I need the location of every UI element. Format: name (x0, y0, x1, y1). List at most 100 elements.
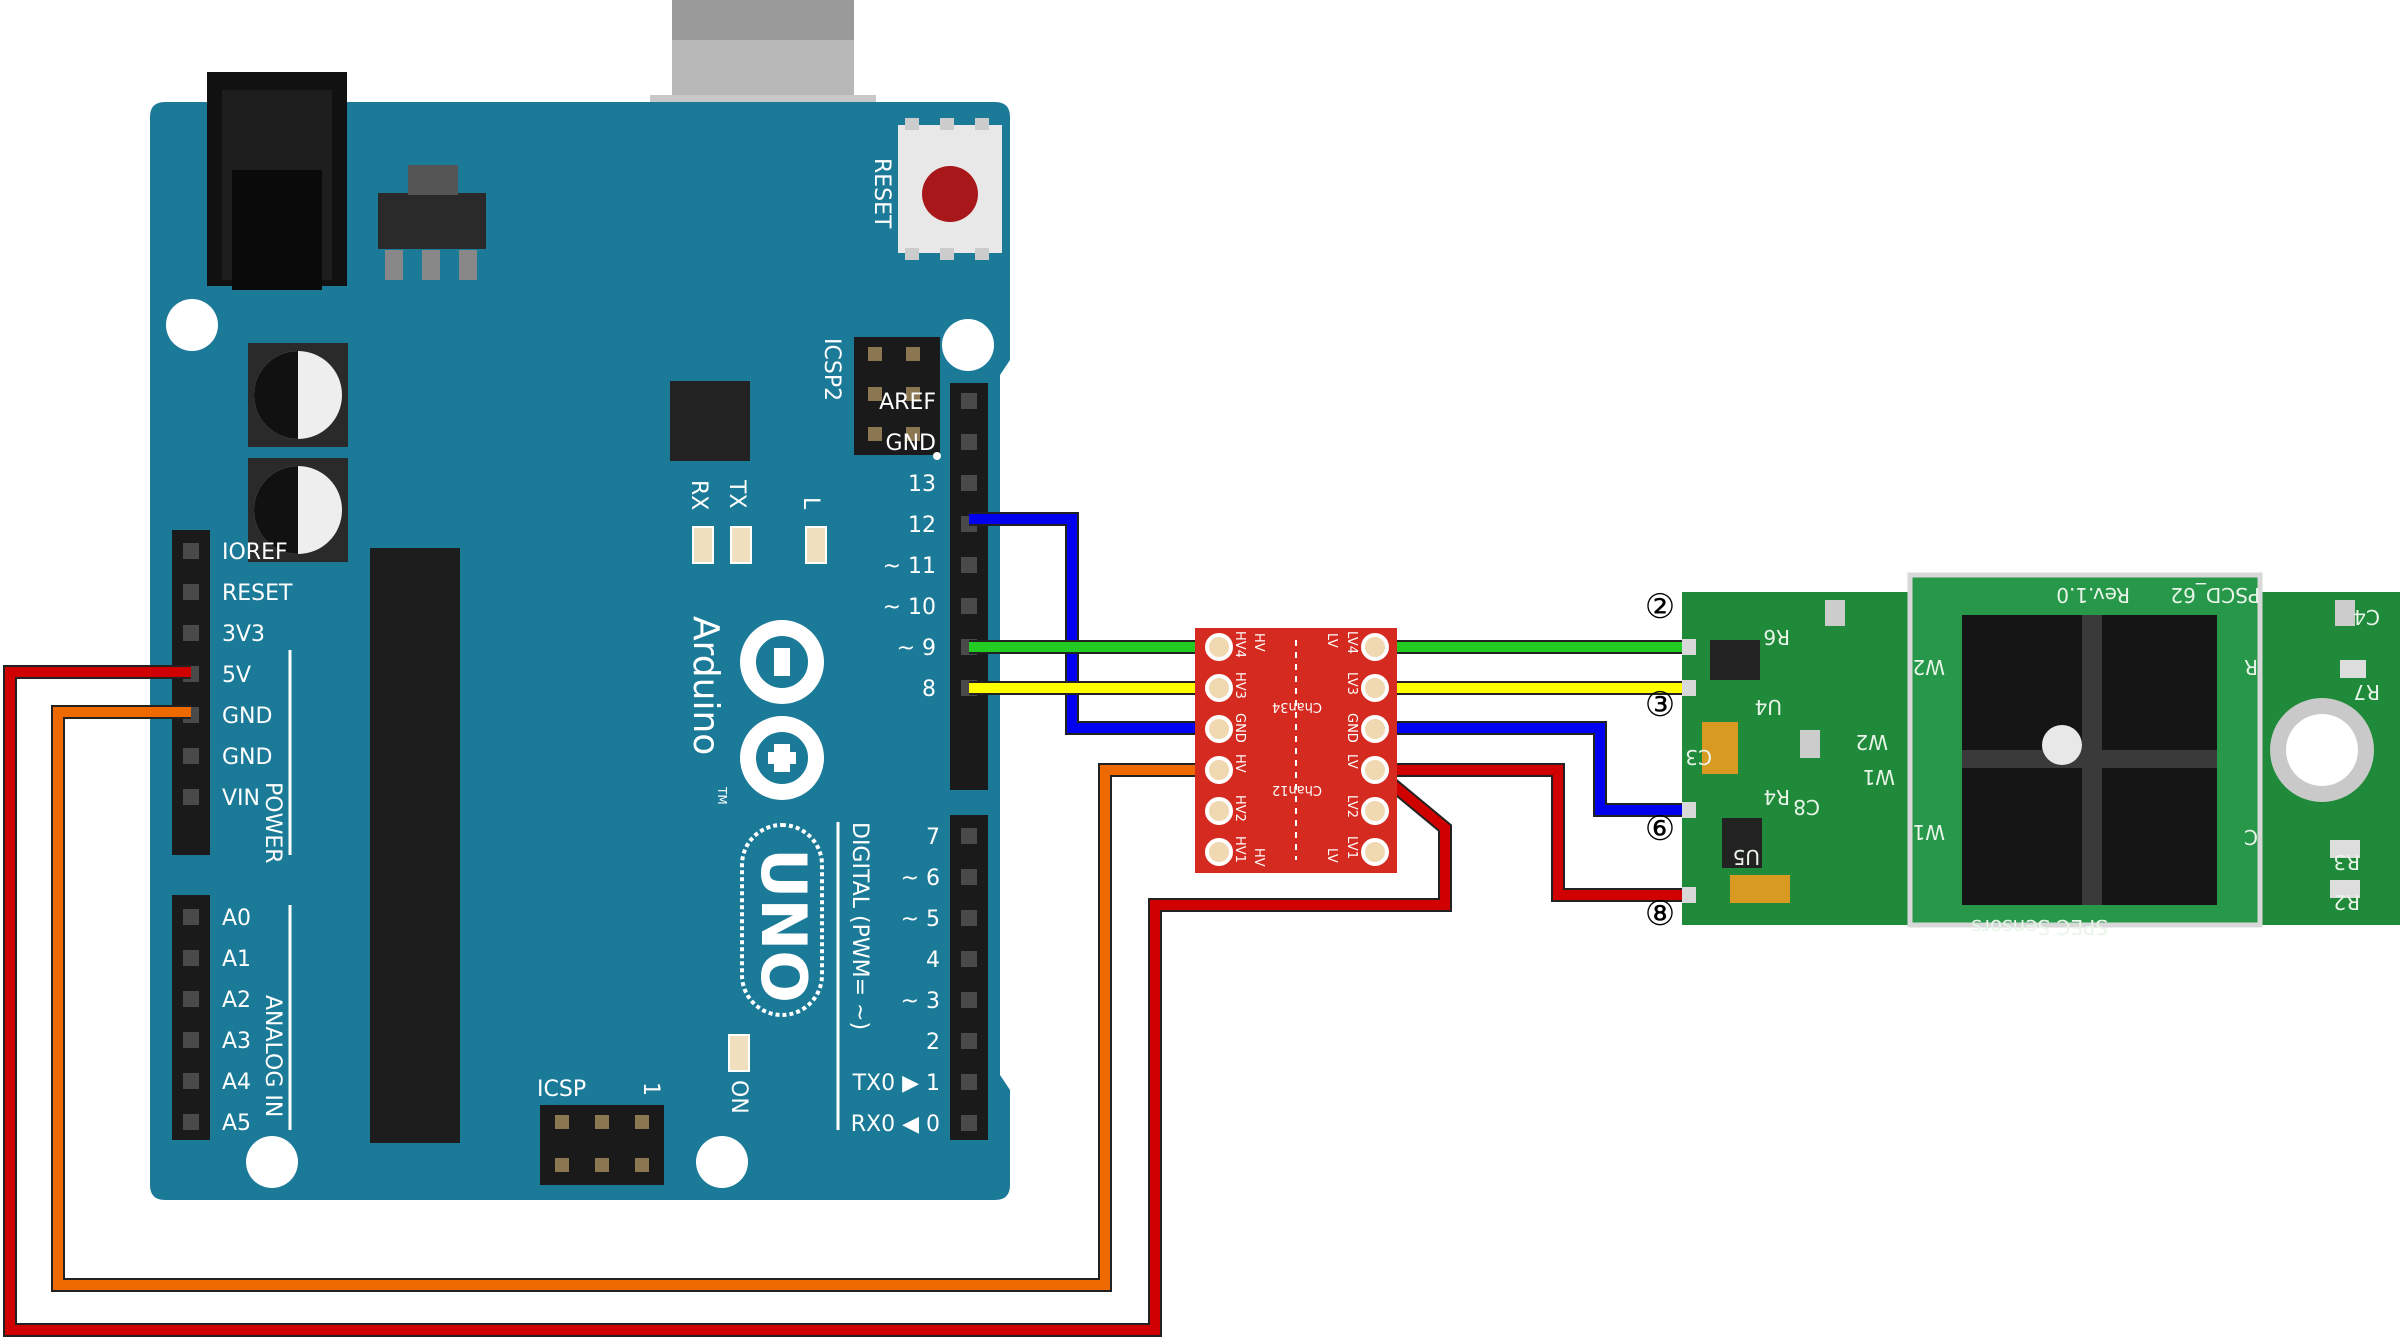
reset-label: RESET (869, 158, 894, 229)
wire-gnd-sensor (1375, 723, 1682, 815)
header-socket (961, 393, 977, 409)
shifter-label-lv: LV1 (1344, 836, 1359, 859)
sensor-pin-pad (1682, 639, 1696, 655)
header-socket (183, 543, 199, 559)
sensor-component-label: W2 (1856, 730, 1889, 754)
analog-in-label: ANALOG IN (260, 995, 285, 1117)
capacitor-1 (248, 343, 348, 447)
shifter-pad-lv (1361, 633, 1389, 661)
shifter-label-lv: GND (1344, 713, 1359, 743)
header-socket (961, 992, 977, 1008)
shifter-pad-hv (1205, 838, 1233, 866)
tx-label: TX (724, 479, 749, 509)
uno-logo: UNO (740, 823, 824, 1017)
shifter-label-hv: HV2 (1232, 795, 1247, 822)
header-socket (961, 557, 977, 573)
svg-text:UNO: UNO (747, 848, 820, 1003)
shifter-pad-lv (1361, 674, 1389, 702)
shifter-bottom-left: HV (1251, 848, 1266, 867)
mounting-hole (696, 1136, 748, 1188)
digital-header-top (950, 383, 988, 790)
pin-label-power: VIN (222, 786, 260, 811)
pin-label-digital: 7 (926, 825, 940, 850)
shifter-top-left: HV (1251, 633, 1266, 652)
l-label: L (798, 497, 823, 510)
pin-label-power: 3V3 (222, 622, 265, 647)
sensor-component-label: R3 (2333, 850, 2360, 874)
header-socket (961, 951, 977, 967)
arduino-uno-board: RESET ICSP2 RX TX L Arduino (150, 0, 1010, 1200)
header-socket (961, 434, 977, 450)
sensor-component-label: W1 (1863, 765, 1896, 789)
icsp-label: ICSP (537, 1077, 586, 1102)
pin-label-digital: ~ 11 (883, 554, 936, 579)
shifter-chan34: Chan34 (1272, 699, 1322, 714)
power-label: POWER (260, 782, 285, 864)
shifter-label-lv: LV4 (1344, 631, 1359, 654)
shifter-label-lv: LV3 (1344, 672, 1359, 695)
pin-label-digital: ~ 5 (901, 907, 940, 932)
wire-3v3 (5, 667, 1450, 1335)
shifter-top-right: LV (1324, 633, 1339, 648)
pin-label-digital: 4 (926, 948, 940, 973)
icsp2-header (854, 337, 941, 460)
wire-gnd-arduino (969, 514, 1219, 733)
header-socket (961, 1033, 977, 1049)
header-socket (961, 828, 977, 844)
pin-label-digital: 2 (926, 1030, 940, 1055)
pin-label-digital: 12 (908, 513, 936, 538)
wire-outline (1375, 763, 1682, 902)
sensor-model-label: PSCD_62 (2170, 583, 2260, 607)
pin-label-digital: AREF (879, 390, 936, 415)
voltage-regulator (378, 193, 486, 249)
shifter-pad-lv (1361, 838, 1389, 866)
digital-pwm-label: DIGITAL (PWM= ~) (847, 822, 872, 1030)
sensor-component-label: R (2244, 655, 2258, 679)
header-socket (183, 584, 199, 600)
pin-label-digital: TX0 ▶ 1 (852, 1071, 940, 1096)
pin-label-digital: ~ 6 (901, 866, 940, 891)
sensor-pin-marker: ② (1645, 587, 1675, 627)
sensor-rev-label: Rev.1.0 (2056, 583, 2130, 607)
sensor-component-label: U5 (1733, 845, 1760, 869)
pin-label-digital: ~ 10 (883, 595, 936, 620)
pin-label-analog: A5 (222, 1111, 251, 1136)
icsp-header (540, 1105, 664, 1185)
tx-led (730, 526, 752, 564)
shifter-pad-lv (1361, 797, 1389, 825)
sensor-component-label: C8 (1793, 795, 1820, 819)
tm-mark: TM (715, 786, 729, 805)
usb-chip (670, 381, 750, 461)
capacitor-2 (248, 458, 348, 562)
on-label: ON (726, 1080, 751, 1114)
wire-5v (53, 707, 1219, 1290)
arduino-logo (740, 620, 824, 800)
board-body (150, 102, 1010, 1200)
sensor-component-label: C (2244, 825, 2258, 849)
header-socket (961, 869, 977, 885)
main-mcu (370, 548, 460, 1143)
on-led (728, 1034, 750, 1072)
pin-label-analog: A3 (222, 1029, 251, 1054)
sensor-pin-pad (1682, 802, 1696, 818)
pin-label-digital: 8 (922, 677, 936, 702)
header-socket (961, 910, 977, 926)
pin-label-analog: A0 (222, 906, 251, 931)
shifter-chan12: Chan12 (1272, 782, 1322, 797)
shifter-pad-hv (1205, 674, 1233, 702)
pin-label-digital: GND (886, 431, 936, 456)
header-socket (183, 1032, 199, 1048)
rx-label: RX (686, 480, 711, 510)
l-led (805, 526, 827, 564)
sensor-pin-marker: ⑧ (1645, 894, 1675, 934)
header-socket (961, 1115, 977, 1131)
shifter-label-hv: HV3 (1232, 672, 1247, 699)
wires (3, 512, 1682, 1337)
reset-button[interactable] (898, 118, 1002, 260)
sensor-pin-pad (1682, 680, 1696, 696)
header-socket (183, 950, 199, 966)
header-socket (183, 1114, 199, 1130)
header-socket (183, 909, 199, 925)
